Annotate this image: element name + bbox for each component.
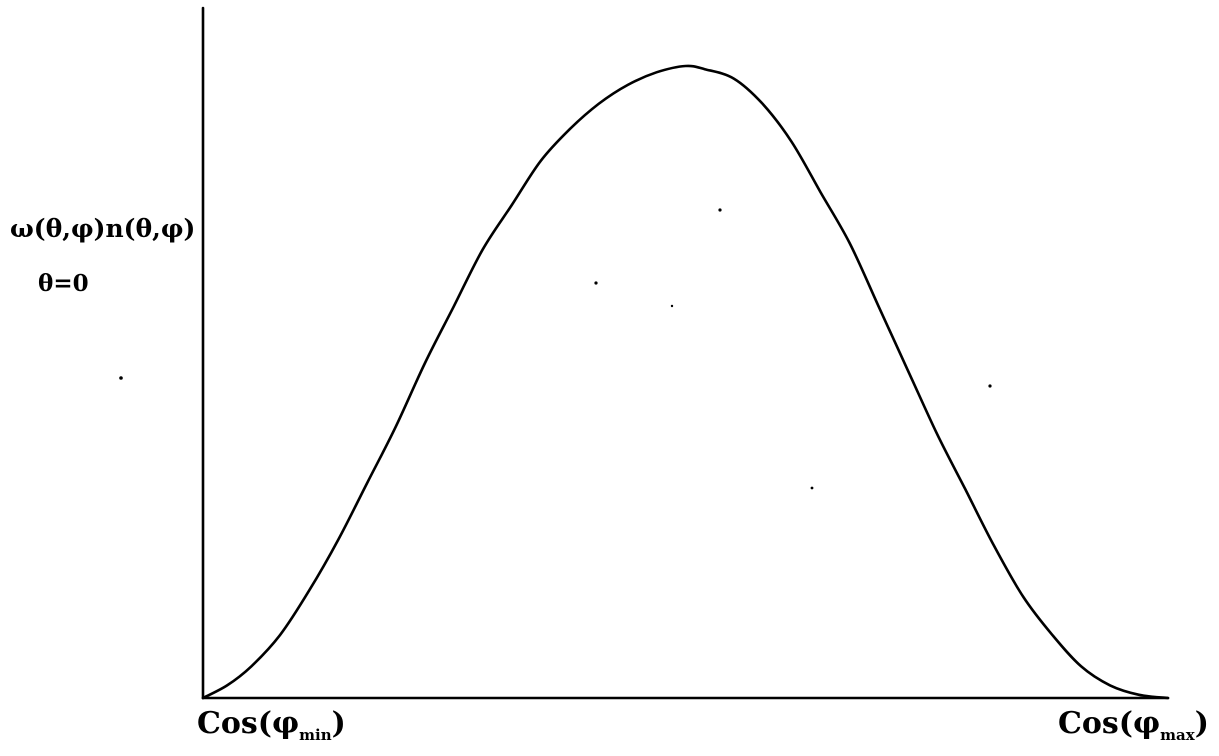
- series-line: [201, 64, 1170, 700]
- tick-close: ): [331, 706, 346, 741]
- tick-subscript: max: [1160, 726, 1195, 744]
- y-axis-label: ω(θ,φ)n(θ,φ): [10, 214, 196, 243]
- scan-speck: [718, 208, 722, 212]
- tick-func: Cos(: [197, 706, 272, 741]
- scan-speck: [670, 304, 674, 308]
- scan-speck: [594, 281, 598, 285]
- tick-func: Cos(: [1058, 706, 1133, 741]
- scan-speck: [988, 384, 992, 388]
- y-axis-condition: θ=0: [38, 270, 89, 297]
- tick-close: ): [1194, 706, 1209, 741]
- x-tick-label-min: Cos(φmin): [197, 706, 346, 744]
- tick-subscript: min: [299, 726, 332, 744]
- x-tick-label-max: Cos(φmax): [1058, 706, 1209, 744]
- scan-speck: [810, 486, 814, 490]
- scan-speck: [119, 376, 123, 380]
- tick-symbol: φ: [271, 706, 300, 741]
- tick-symbol: φ: [1132, 706, 1161, 741]
